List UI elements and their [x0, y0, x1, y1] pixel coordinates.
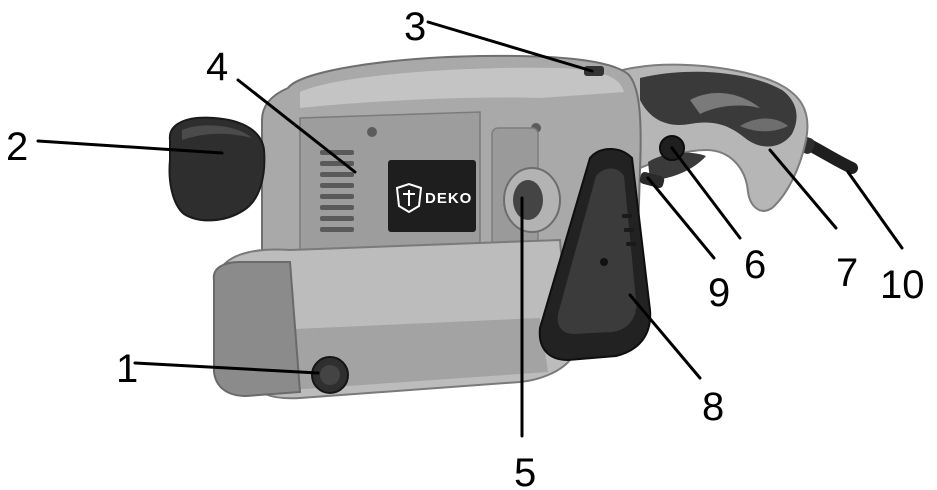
- trigger-housing: [648, 152, 706, 180]
- speed-dial: [584, 66, 604, 76]
- leader-line-3: [426, 20, 594, 73]
- callout-10: 10: [880, 263, 925, 307]
- front-knob: [168, 116, 266, 222]
- side-shield-screw: [600, 258, 608, 266]
- belt-sander-illustration: DEKO: [168, 54, 858, 400]
- brand-logo-icon: [395, 182, 423, 214]
- callout-7: 7: [836, 251, 858, 295]
- tracking-knob-inner: [320, 365, 340, 385]
- callout-4: 4: [206, 45, 228, 89]
- handle-grip-accent: [690, 93, 760, 114]
- switch-trigger: [639, 171, 665, 189]
- callout-labels: 1 2 3 4 5 6 7 8 9 10: [6, 5, 925, 490]
- handle-grip-accent-2: [740, 118, 788, 132]
- leader-line-1: [133, 361, 320, 375]
- dust-port-opening: [513, 180, 543, 220]
- side-shield-ribs: [622, 214, 636, 246]
- leader-line-8: [628, 293, 702, 380]
- leader-line-10: [846, 170, 904, 250]
- callout-8: 8: [702, 385, 724, 429]
- callout-1: 1: [116, 347, 138, 391]
- screw-hole: [367, 127, 377, 137]
- side-shield-inner: [557, 168, 637, 334]
- callout-3: 3: [404, 5, 426, 49]
- brand-plate: [388, 160, 476, 232]
- callout-9: 9: [708, 271, 730, 315]
- leader-line-9: [646, 176, 716, 260]
- leader-line-4: [236, 78, 357, 174]
- brand-logo-text: DEKO: [425, 190, 472, 207]
- callout-6: 6: [744, 243, 766, 287]
- leader-line-6: [670, 146, 742, 240]
- front-knob-highlight: [182, 125, 252, 140]
- leader-line-2: [36, 139, 224, 155]
- housing-top-highlight: [300, 67, 624, 108]
- leader-line-7: [768, 148, 838, 230]
- ventilation-slots: [320, 150, 354, 232]
- sanding-belt: [212, 261, 302, 398]
- leader-lines: [36, 20, 904, 438]
- callout-5: 5: [514, 451, 536, 490]
- callout-2: 2: [6, 125, 28, 169]
